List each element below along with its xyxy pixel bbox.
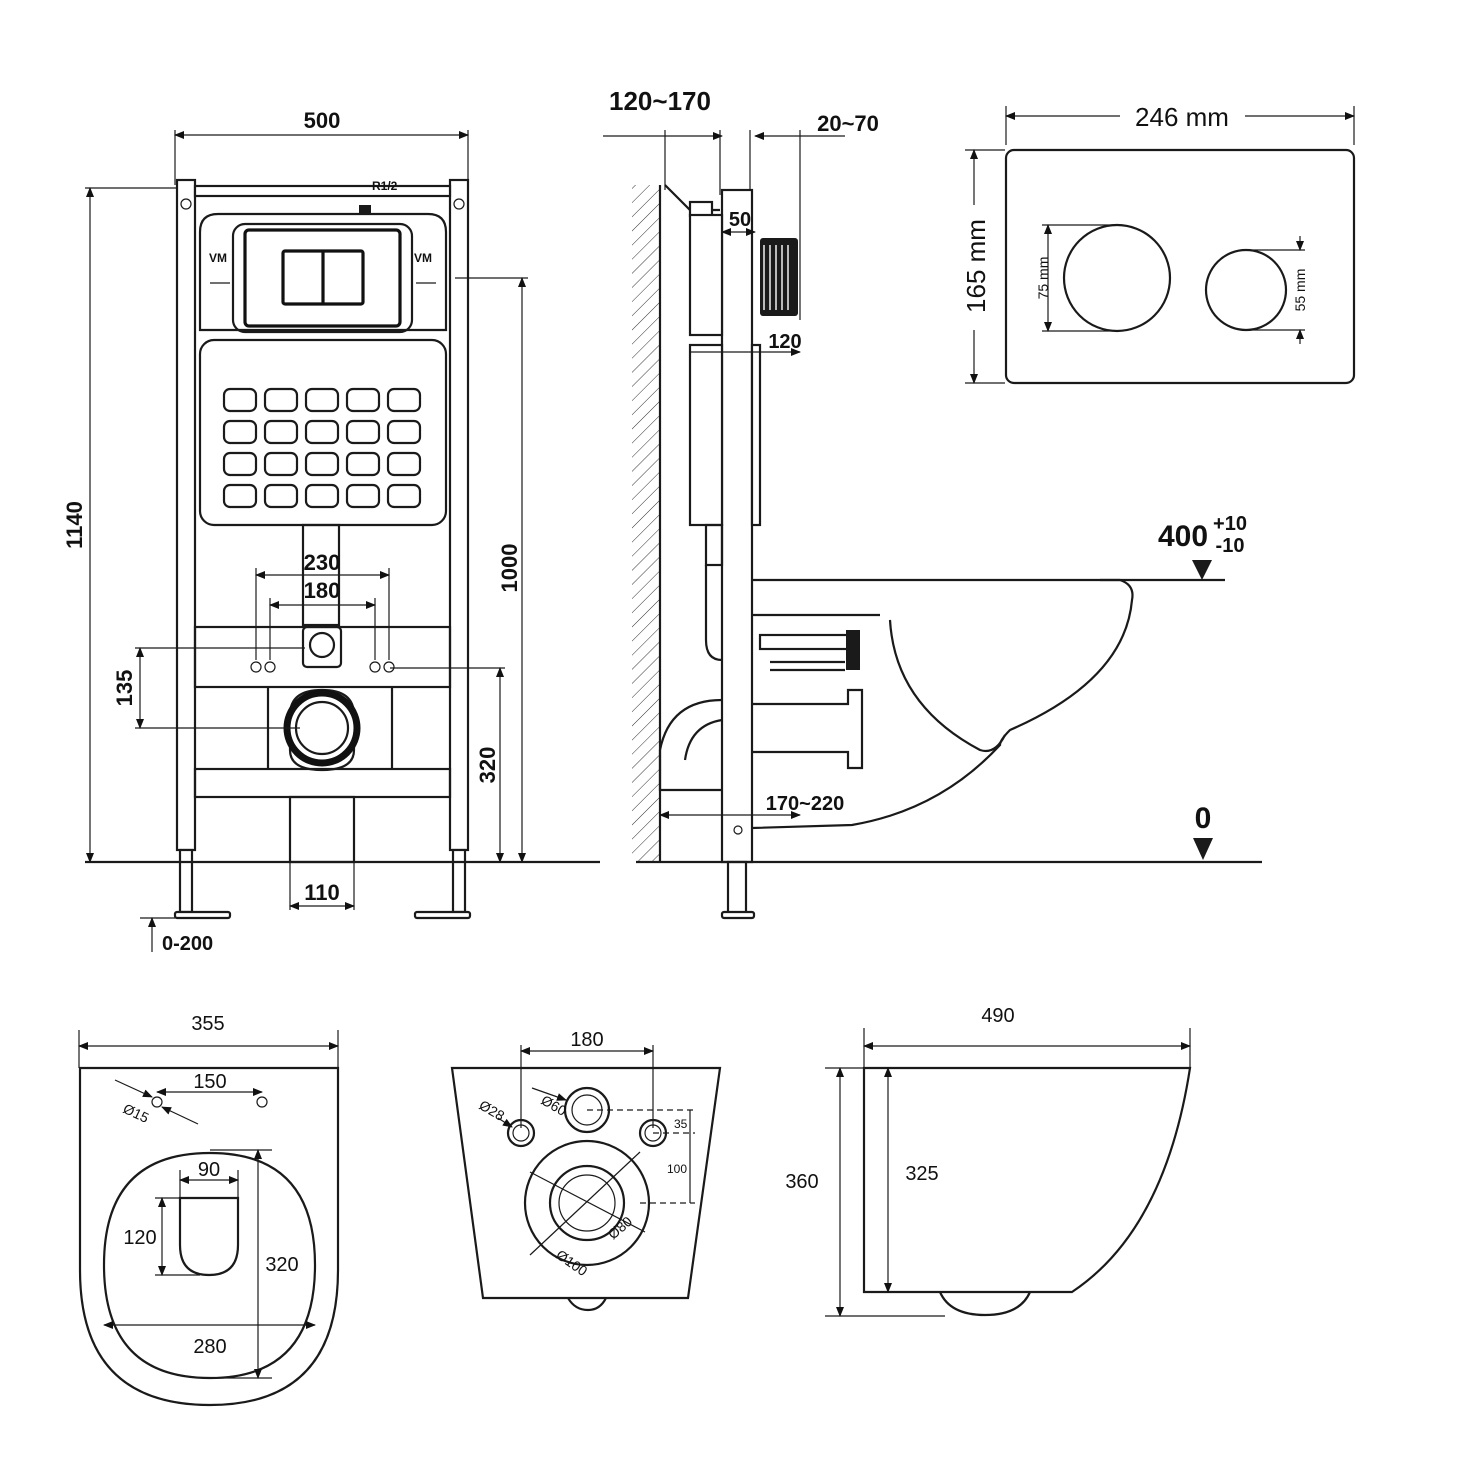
- small-button-label: 55 mm: [1292, 269, 1308, 312]
- bolt-diameter-label: Ø15: [121, 1100, 152, 1126]
- back-offset-small-label: 35: [674, 1117, 688, 1131]
- opening-width-label: 90: [198, 1159, 220, 1181]
- small-flush-button: [1204, 248, 1288, 332]
- seat-depth-label: 320: [265, 1254, 298, 1276]
- bowl-height-base-label: 400: [1158, 520, 1208, 553]
- bolt-spacing-label: 150: [193, 1071, 226, 1093]
- bowl-height-plus-label: +10: [1213, 513, 1247, 535]
- floor-level-label: 0: [1195, 802, 1212, 835]
- flush-plate-view: 246 mm 165 mm 75 mm 55 mm: [961, 102, 1356, 385]
- tank-grid: [222, 387, 422, 509]
- drain-height-label: 320: [475, 747, 500, 784]
- flush-plate: [1004, 148, 1356, 385]
- frame-front-view: 500 R1/2 VM VM: [62, 108, 600, 955]
- back-outlet-inner-label: Ø80: [605, 1213, 636, 1242]
- back-offset-large-label: 100: [667, 1162, 687, 1176]
- frame-logo-right: VM: [414, 251, 432, 265]
- side-height-total-label: 360: [785, 1171, 818, 1193]
- bowl-top-view: 355 150 Ø15 90 120 320 280: [78, 1013, 340, 1407]
- big-button-label: 75 mm: [1035, 257, 1051, 300]
- panel-offset-label: 20~70: [817, 111, 879, 136]
- inlet-offset-label: 135: [112, 670, 137, 707]
- side-length-label: 490: [981, 1005, 1014, 1027]
- inlet-thread-label: R1/2: [372, 179, 398, 193]
- connection-height-label: 1000: [497, 544, 522, 593]
- plate-height-label: 165 mm: [961, 219, 991, 313]
- back-outlet-outer-label: Ø100: [553, 1246, 590, 1279]
- bowl-back-view: 180 Ø28 Ø60 Ø100 Ø80 35 100: [450, 1029, 722, 1312]
- frame-side-view: 120~170 20~70 50 120: [603, 86, 1262, 920]
- outlet-range-label: 170~220: [766, 793, 844, 815]
- mount-spacing-inner-label: 180: [304, 578, 341, 603]
- side-height-body-label: 325: [905, 1163, 938, 1185]
- back-bolt-spacing-label: 180: [570, 1029, 603, 1051]
- tank-depth-label: 120: [768, 331, 801, 353]
- button-depth-label: 50: [729, 209, 751, 231]
- plate-width-label: 246 mm: [1135, 102, 1229, 132]
- back-bolt-diameter-label: Ø28: [477, 1097, 508, 1124]
- bowl-side-view: 490 360 325: [785, 1005, 1192, 1317]
- bowl-width-label: 355: [191, 1013, 224, 1035]
- leg-adjust-label: 0-200: [162, 933, 213, 955]
- mount-spacing-outer-label: 230: [304, 550, 341, 575]
- seat-width-label: 280: [193, 1336, 226, 1358]
- frame-logo-left: VM: [209, 251, 227, 265]
- drain-width-label: 110: [304, 880, 340, 905]
- opening-height-label: 120: [123, 1227, 156, 1249]
- frame-total-height-label: 1140: [62, 501, 87, 549]
- wall-offset-label: 120~170: [609, 86, 711, 116]
- big-flush-button: [1062, 223, 1172, 333]
- frame-width-label: 500: [304, 108, 341, 133]
- bowl-height-minus-label: -10: [1216, 535, 1245, 557]
